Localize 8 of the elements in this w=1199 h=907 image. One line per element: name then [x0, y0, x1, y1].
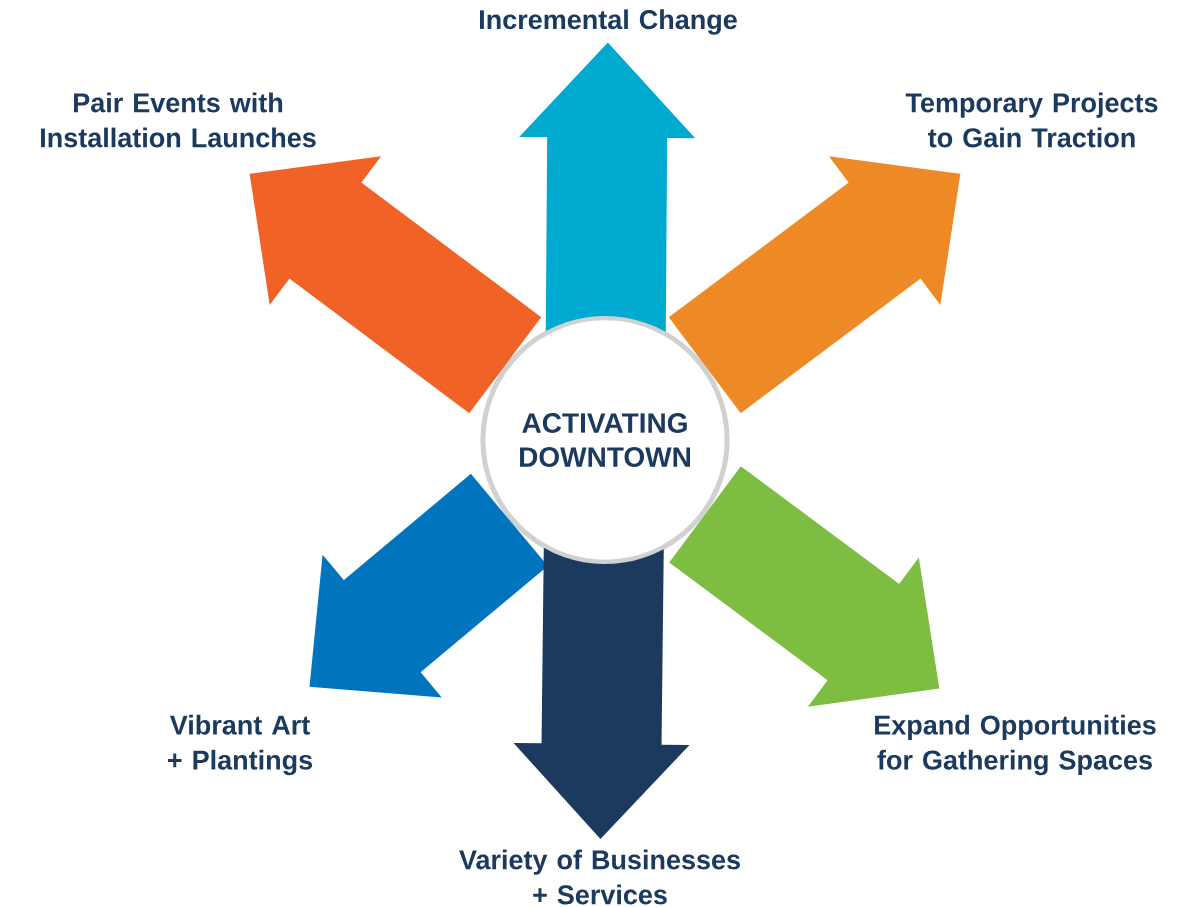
label-text: Variety of Businesses + Services — [459, 849, 740, 905]
arrow — [519, 42, 696, 332]
label-text: Temporary Projects to Gain Traction — [905, 92, 1158, 148]
label-text: Vibrant Art + Plantings — [168, 714, 313, 776]
label-text: Incremental Change — [480, 9, 737, 35]
label-text: Pair Events with Installation Launches — [41, 92, 316, 148]
label-text: Expand Opportunities for Gathering Spaces — [875, 714, 1156, 776]
arrow — [513, 547, 690, 839]
